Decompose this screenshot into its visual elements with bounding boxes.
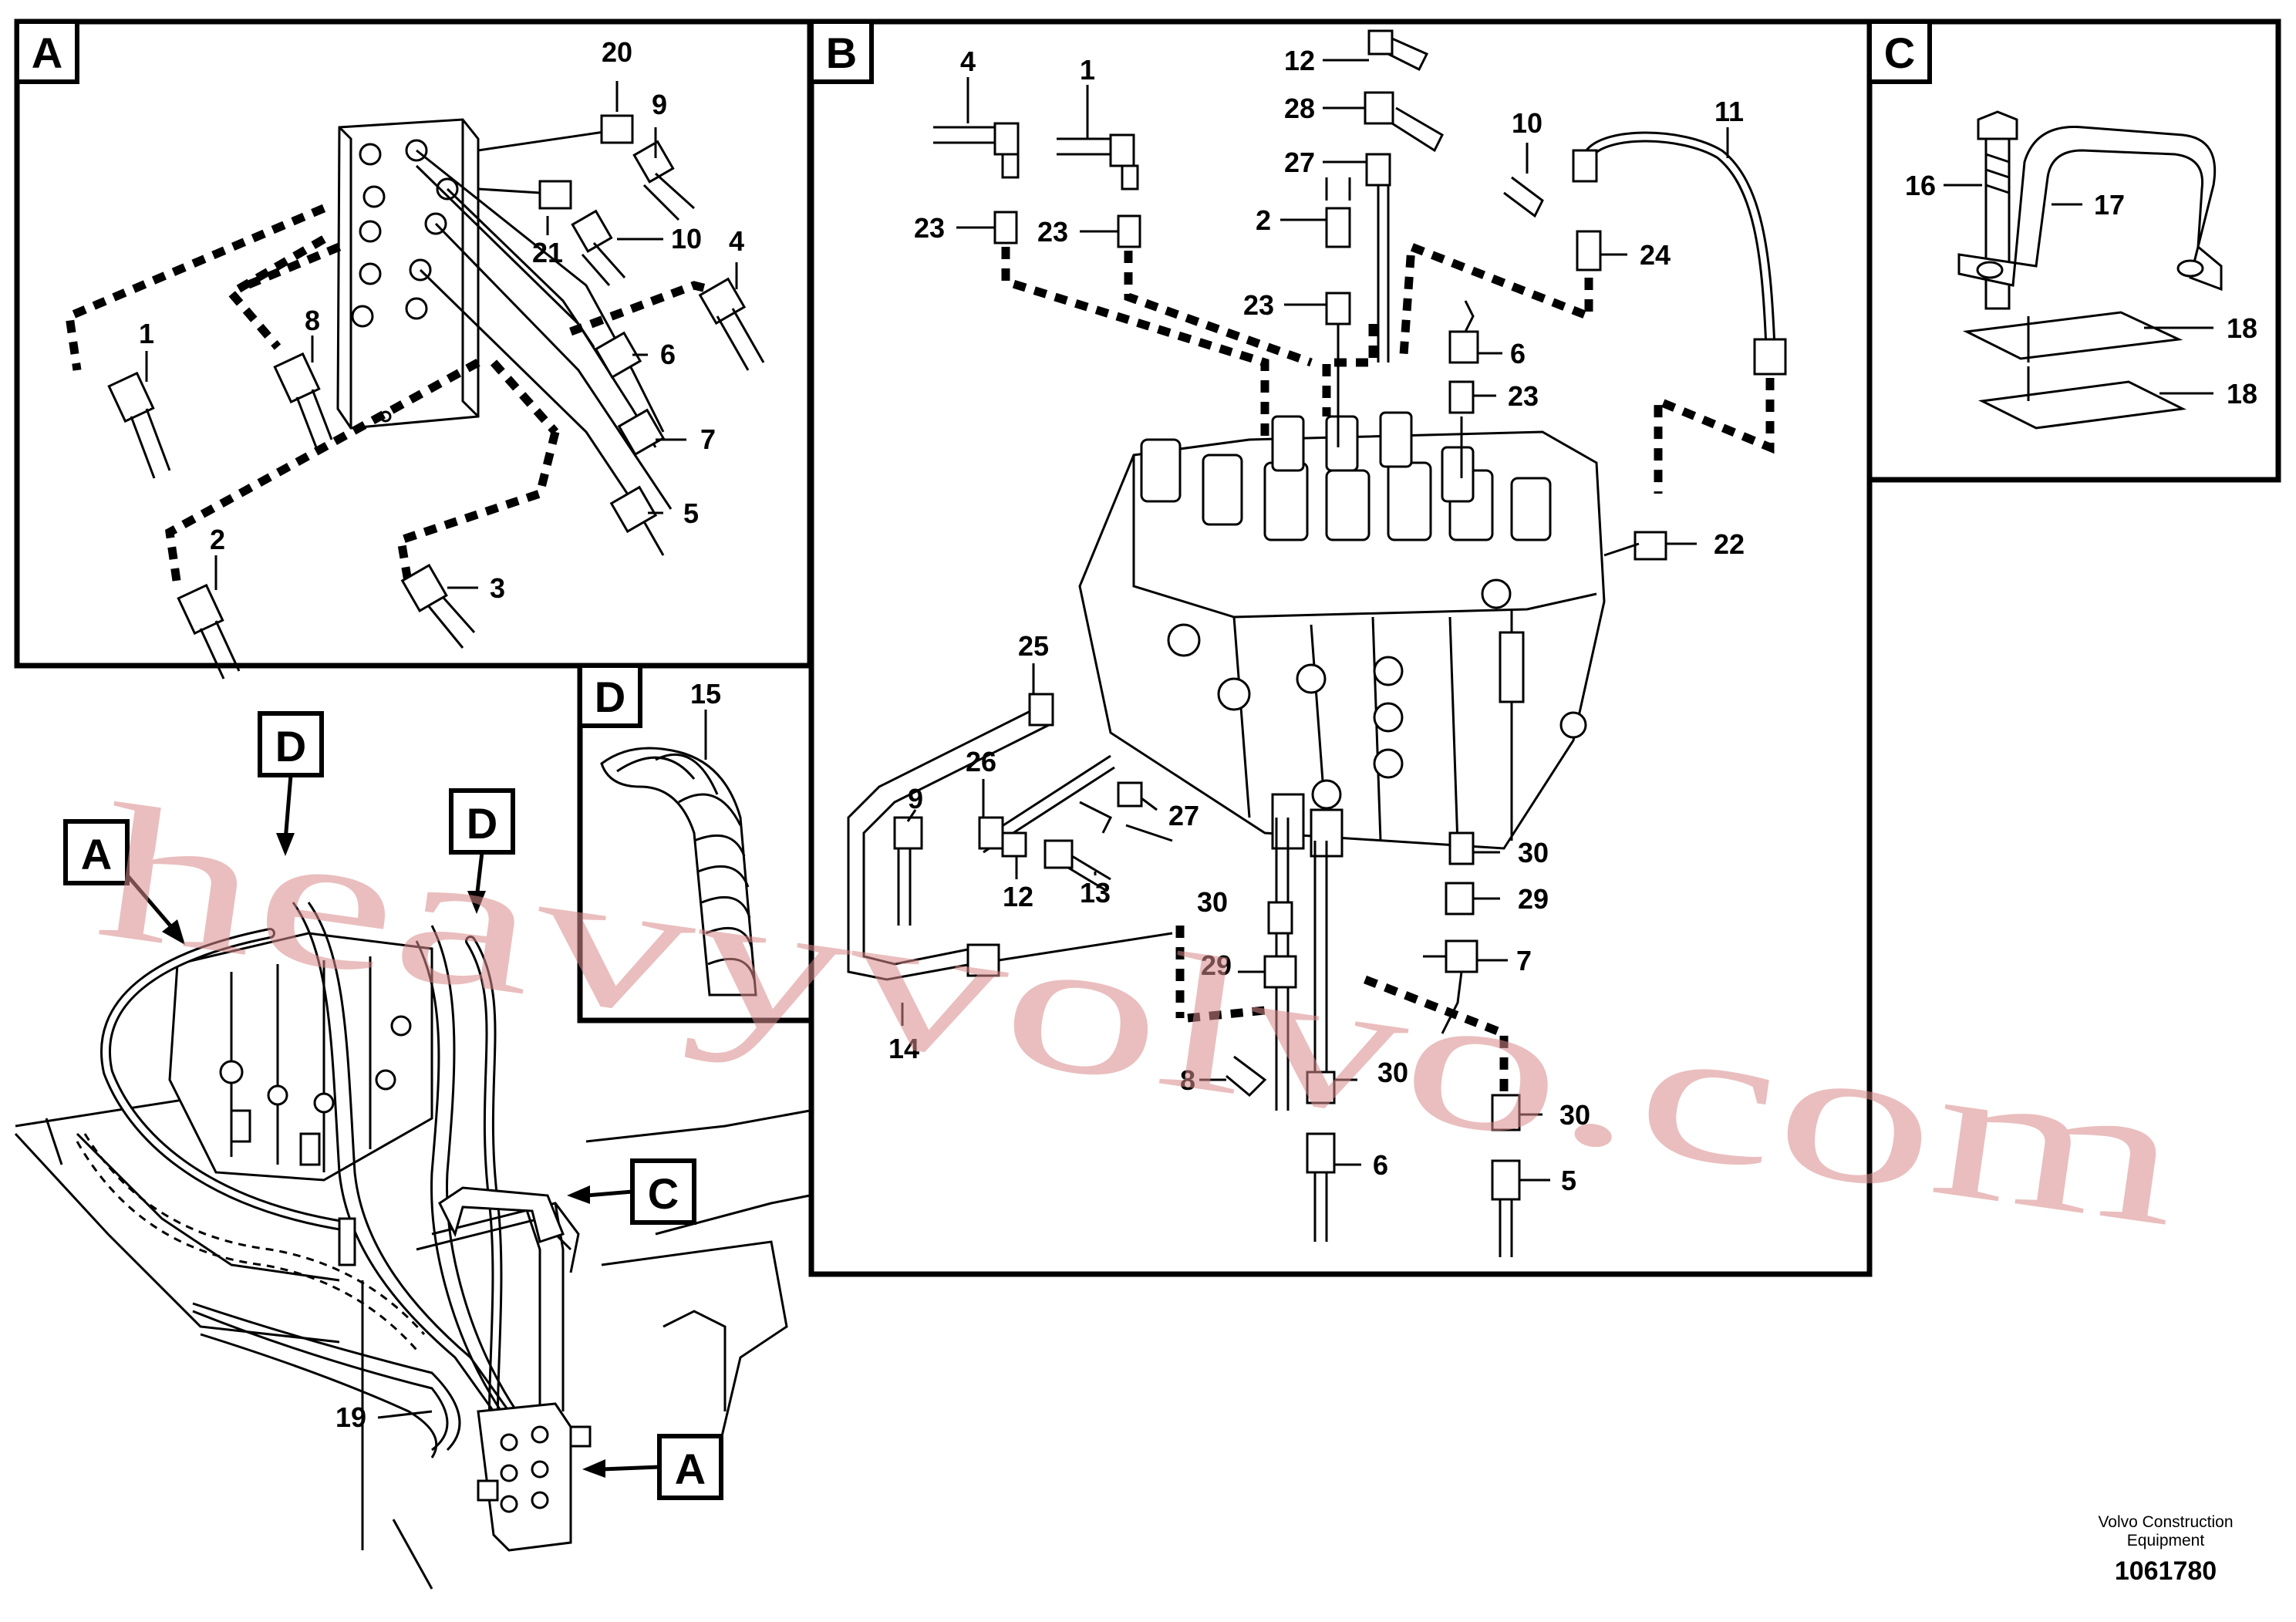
- callout-6: 6: [1510, 338, 1526, 369]
- panel-a-tag: A: [32, 29, 62, 77]
- footer-company-line2: Equipment: [2127, 1532, 2205, 1549]
- callout-12: 12: [1284, 45, 1315, 76]
- callout-4: 4: [729, 225, 744, 257]
- callout-27: 27: [1168, 800, 1199, 831]
- panel-c: C 16 17 18 18: [1866, 19, 2281, 483]
- callout-6: 6: [1373, 1149, 1388, 1181]
- callout-4: 4: [960, 46, 976, 77]
- callout-23: 23: [1243, 289, 1274, 321]
- callout-30: 30: [1197, 886, 1228, 918]
- callout-29: 29: [1201, 949, 1232, 981]
- callout-25: 25: [1018, 630, 1049, 662]
- overview-tag-c: C: [567, 1158, 696, 1225]
- callout-23: 23: [1037, 216, 1068, 248]
- callout-27: 27: [1284, 147, 1315, 178]
- spiral-guard: [600, 747, 757, 996]
- panel-c-callouts: 16 17 18 18: [1905, 170, 2257, 410]
- watermark-text: heavyvolvo.com: [86, 764, 2193, 1267]
- callout-15: 15: [690, 678, 721, 710]
- callout-23: 23: [1508, 380, 1539, 412]
- callout-14: 14: [888, 1033, 919, 1064]
- callout-6: 6: [660, 339, 676, 370]
- callout-30: 30: [1559, 1099, 1590, 1131]
- callout-1: 1: [1080, 54, 1095, 86]
- callout-24: 24: [1640, 239, 1671, 271]
- callout-8: 8: [1180, 1064, 1195, 1096]
- callout-26: 26: [966, 746, 996, 777]
- callout-2: 2: [1256, 204, 1271, 236]
- panel-b: B: [808, 19, 1873, 1277]
- overview-tag-a-1: A: [63, 819, 185, 945]
- callout-2: 2: [210, 524, 225, 555]
- svg-text:A: A: [675, 1445, 706, 1493]
- callout-20: 20: [602, 36, 632, 68]
- svg-text:A: A: [81, 830, 112, 878]
- callout-9: 9: [652, 89, 667, 120]
- svg-text:C: C: [648, 1169, 679, 1218]
- callout-10: 10: [1512, 107, 1542, 139]
- callout-22: 22: [1714, 528, 1745, 560]
- callout-7: 7: [700, 423, 716, 455]
- callout-9: 9: [908, 783, 923, 814]
- callout-1: 1: [139, 318, 154, 349]
- callout-23: 23: [914, 212, 945, 244]
- callout-30: 30: [1377, 1057, 1408, 1088]
- footer: Volvo Construction Equipment 1061780: [2098, 1513, 2233, 1586]
- callout-5: 5: [1561, 1165, 1576, 1196]
- panel-d-tag: D: [595, 673, 625, 721]
- overview-machine: D D A C A 19: [14, 711, 811, 1590]
- callout-11: 11: [1714, 96, 1744, 127]
- callout-18: 18: [2227, 312, 2257, 344]
- callout-5: 5: [683, 497, 699, 529]
- panel-b-tag: B: [826, 29, 857, 77]
- callout-13: 13: [1080, 877, 1111, 909]
- callout-19: 19: [335, 1401, 366, 1433]
- panel-d: D 15: [577, 663, 814, 1023]
- callout-17: 17: [2094, 189, 2125, 221]
- footer-company-line1: Volvo Construction: [2098, 1513, 2233, 1531]
- callout-10: 10: [671, 223, 702, 255]
- callout-8: 8: [305, 305, 320, 336]
- callout-7: 7: [1516, 945, 1532, 976]
- callout-30: 30: [1518, 837, 1549, 868]
- callout-12: 12: [1003, 881, 1033, 912]
- svg-text:D: D: [467, 799, 497, 848]
- svg-text:D: D: [275, 722, 306, 771]
- overview-tag-d-1: D: [258, 711, 324, 856]
- panel-a: A: [14, 19, 813, 679]
- callout-16: 16: [1905, 170, 1936, 201]
- callout-21: 21: [532, 237, 563, 268]
- panel-c-tag: C: [1884, 29, 1915, 77]
- callout-3: 3: [490, 572, 505, 604]
- overview-tag-d-2: D: [449, 788, 515, 914]
- overview-tag-a-2: A: [582, 1434, 723, 1500]
- callout-18: 18: [2227, 378, 2257, 410]
- control-valve: [1078, 411, 1606, 858]
- panel-b-callouts: 4 1 12 28 27 10 11 23 23 2 23 24 6: [888, 45, 1745, 1196]
- callout-28: 28: [1284, 93, 1315, 124]
- panel-a-callouts: 20 9 21 10 4 1 8 6 7 5 2 3: [139, 36, 744, 604]
- callout-29: 29: [1518, 883, 1549, 915]
- manifold-block: [336, 118, 480, 430]
- footer-drawing-number: 1061780: [2115, 1556, 2217, 1586]
